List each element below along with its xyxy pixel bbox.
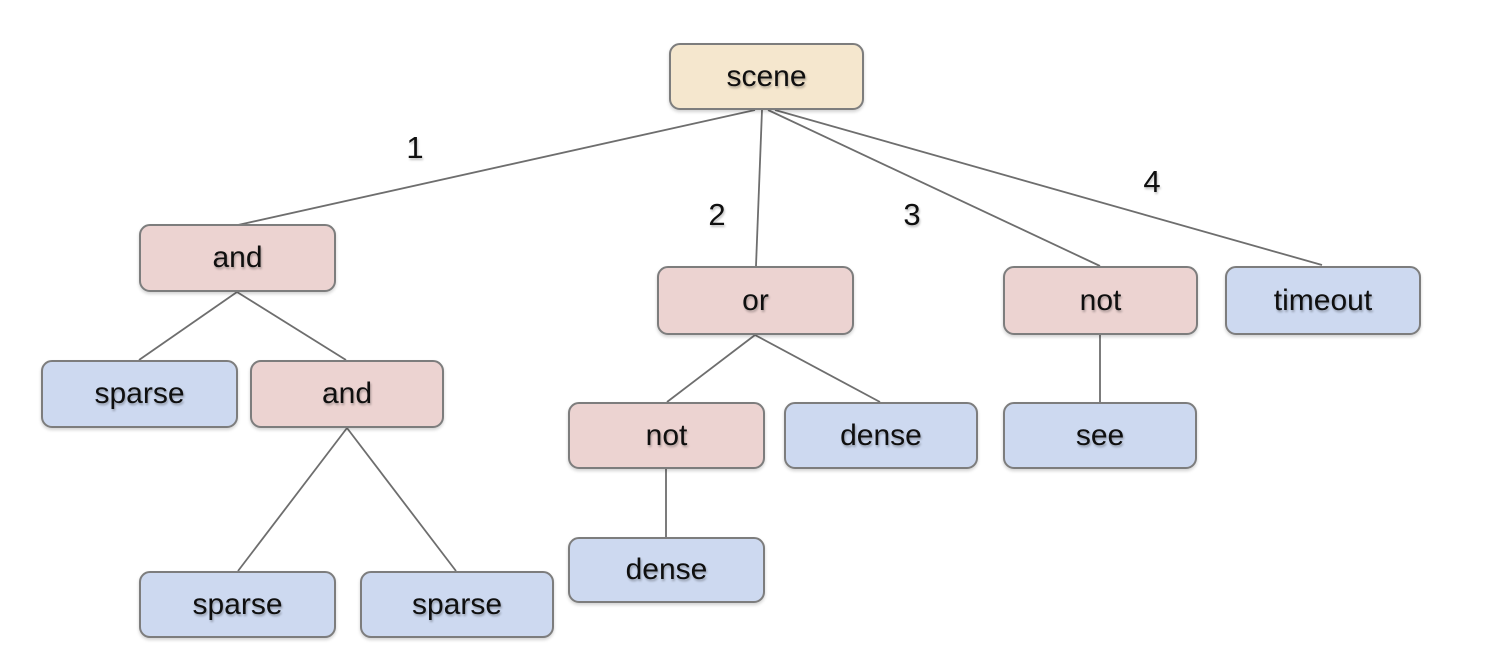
edge-label-2: 2 — [708, 197, 726, 232]
node-and-level1: and — [139, 224, 336, 292]
node-sparse-level3-right: sparse — [360, 571, 554, 638]
node-dense-level2: dense — [784, 402, 978, 469]
node-scene: scene — [669, 43, 864, 110]
edge-and2-sparse-right — [346, 427, 457, 572]
edge-scene-or — [755, 109, 763, 267]
edge-or-dense — [754, 334, 881, 403]
edge-scene-and — [237, 109, 756, 226]
node-see: see — [1003, 402, 1197, 469]
edge-and2-sparse-left — [237, 427, 348, 572]
edge-and-and — [236, 291, 347, 361]
node-or: or — [657, 266, 854, 335]
node-and-level2: and — [250, 360, 444, 428]
edge-label-3: 3 — [903, 197, 921, 232]
edge-scene-not — [767, 109, 1101, 267]
edge-label-4: 4 — [1143, 164, 1161, 199]
node-not-level1: not — [1003, 266, 1198, 335]
node-timeout: timeout — [1225, 266, 1421, 335]
node-dense-level3: dense — [568, 537, 765, 603]
edge-or-not — [666, 334, 756, 403]
edge-scene-timeout — [774, 109, 1323, 266]
edge-label-1: 1 — [406, 130, 424, 165]
node-sparse-level2: sparse — [41, 360, 238, 428]
node-sparse-level3-left: sparse — [139, 571, 336, 638]
node-not-level2: not — [568, 402, 765, 469]
edge-and-sparse — [138, 291, 238, 361]
